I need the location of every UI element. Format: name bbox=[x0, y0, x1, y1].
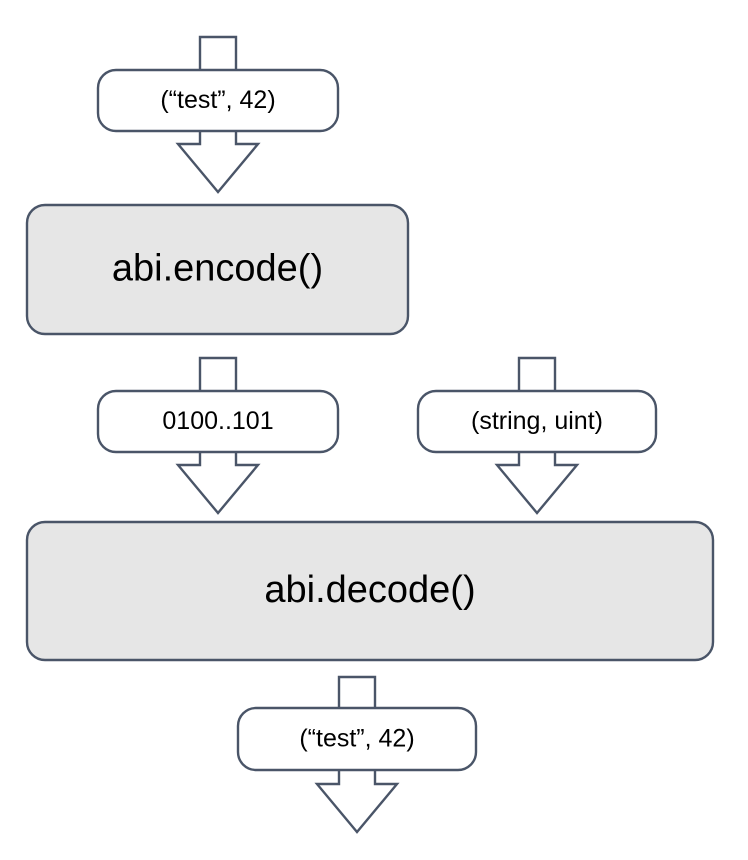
encoded-bytes-box[interactable] bbox=[96, 389, 340, 454]
abi-encode-box[interactable] bbox=[25, 203, 410, 336]
abi-encode-label: abi.encode() bbox=[112, 248, 323, 290]
type-tuple-label: (string, uint) bbox=[471, 407, 603, 435]
node-abi-decode[interactable]: abi.decode() bbox=[25, 520, 715, 662]
arrow-layer bbox=[175, 35, 580, 834]
node-encoded-bytes[interactable]: 0100..101 bbox=[96, 389, 340, 454]
node-abi-encode[interactable]: abi.encode() bbox=[25, 203, 410, 336]
input-tuple-box[interactable] bbox=[96, 68, 340, 133]
output-tuple-box[interactable] bbox=[236, 706, 478, 772]
arrow-encoded-to-decode bbox=[175, 450, 261, 515]
arrow-out-of-output-tuple bbox=[314, 768, 400, 834]
output-tuple-label: (“test”, 42) bbox=[299, 725, 414, 753]
arrow-type-to-decode bbox=[494, 450, 580, 515]
abi-decode-label: abi.decode() bbox=[264, 569, 475, 611]
arrow-into-encoded-bytes bbox=[198, 356, 238, 393]
encoded-bytes-label: 0100..101 bbox=[162, 407, 273, 435]
arrow-into-type-tuple bbox=[517, 356, 557, 393]
arrow-into-output-tuple bbox=[337, 675, 377, 710]
arrow-into-input-tuple bbox=[198, 35, 238, 72]
node-type-tuple[interactable]: (string, uint) bbox=[416, 389, 658, 454]
input-tuple-label: (“test”, 42) bbox=[160, 86, 275, 114]
abi-decode-box[interactable] bbox=[25, 520, 715, 662]
arrow-input-to-encode bbox=[175, 129, 261, 194]
type-tuple-box[interactable] bbox=[416, 389, 658, 454]
node-output-tuple[interactable]: (“test”, 42) bbox=[236, 706, 478, 772]
node-input-tuple[interactable]: (“test”, 42) bbox=[96, 68, 340, 133]
